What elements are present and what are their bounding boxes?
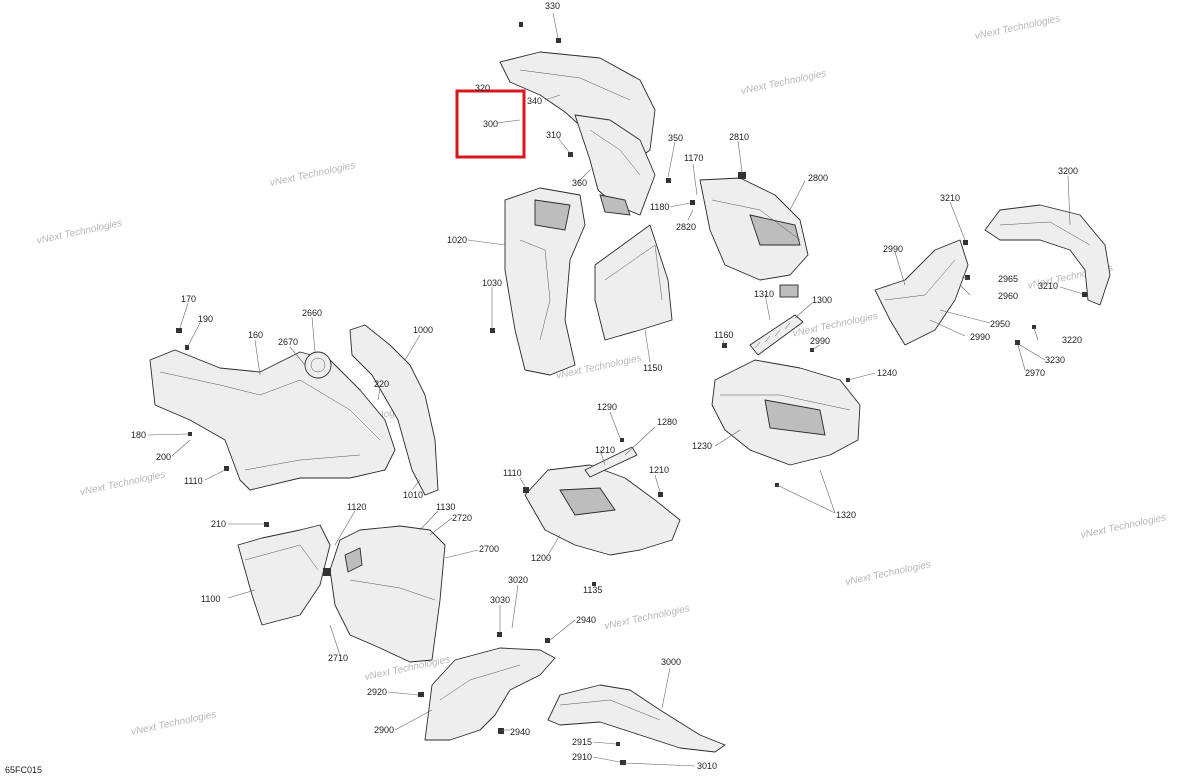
callout-label[interactable]: 2970: [1025, 368, 1045, 378]
part-bracket-2950[interactable]: [874, 239, 969, 346]
callout-label[interactable]: 1180: [650, 202, 669, 212]
callout-label[interactable]: 2910: [572, 752, 592, 762]
part-strip-1300[interactable]: [749, 314, 804, 356]
callout-label[interactable]: 1300: [812, 295, 832, 305]
part-panel-3000[interactable]: [547, 684, 726, 753]
callout-label[interactable]: 2900: [374, 725, 394, 735]
callout-label[interactable]: 1160: [714, 330, 733, 340]
callout-label[interactable]: 3230: [1045, 355, 1065, 365]
callout-label[interactable]: 220: [374, 379, 389, 389]
callout-labels[interactable]: 330 320 340 300 310 360 350 2810 1170 11…: [131, 1, 1082, 771]
callout-label[interactable]: 2940: [510, 727, 530, 737]
callout-label[interactable]: 1170: [684, 153, 703, 163]
callout-label[interactable]: 1130: [436, 502, 455, 512]
part-side-panel-1020[interactable]: [504, 187, 586, 376]
watermark: vNext Technologies: [844, 559, 931, 588]
callout-label[interactable]: 3220: [1062, 335, 1082, 345]
part-bracket-2800[interactable]: [699, 177, 809, 298]
callout-label[interactable]: 1310: [754, 289, 774, 299]
callout-label[interactable]: 1280: [657, 417, 677, 427]
callout-label[interactable]: 1020: [447, 235, 467, 245]
callout-label[interactable]: 1290: [597, 402, 617, 412]
callout-label[interactable]: 2920: [367, 687, 387, 697]
callout-label[interactable]: 2710: [328, 653, 348, 663]
callout-label[interactable]: 2800: [808, 173, 828, 183]
callout-label[interactable]: 2965: [998, 274, 1018, 284]
watermark: vNext Technologies: [603, 603, 690, 632]
watermark: vNext Technologies: [740, 68, 827, 97]
callout-label[interactable]: 3010: [697, 761, 717, 771]
part-frame-1230[interactable]: [711, 359, 861, 466]
callout-label[interactable]: 1230: [692, 441, 712, 451]
callout-label[interactable]: 360: [572, 178, 587, 188]
callout-label[interactable]: 1210: [595, 445, 615, 455]
callout-label[interactable]: 1320: [836, 510, 856, 520]
part-panel-1150[interactable]: [594, 224, 673, 341]
part-shell-2700[interactable]: [329, 525, 446, 663]
part-shell-2900[interactable]: [424, 647, 556, 741]
part-side-panel-160[interactable]: [149, 349, 396, 491]
callout-label[interactable]: 1210: [649, 465, 669, 475]
callout-label[interactable]: 310: [546, 130, 561, 140]
callout-label[interactable]: 2915: [572, 737, 592, 747]
callout-label[interactable]: 2660: [302, 308, 322, 318]
part-floor-1200[interactable]: [524, 446, 681, 556]
callout-label[interactable]: 1150: [643, 363, 662, 373]
callout-label[interactable]: 2810: [729, 132, 749, 142]
callout-label[interactable]: 210: [211, 519, 226, 529]
callout-label[interactable]: 2960: [998, 291, 1018, 301]
watermark: vNext Technologies: [792, 311, 879, 340]
callout-label[interactable]: 3000: [661, 657, 681, 667]
callout-label[interactable]: 3020: [508, 575, 528, 585]
callout-label[interactable]: 1100: [201, 594, 220, 604]
callout-label[interactable]: 2950: [990, 319, 1010, 329]
callout-label[interactable]: 3210: [940, 193, 960, 203]
callout-label[interactable]: 2670: [278, 337, 298, 347]
part-fender-3200[interactable]: [984, 204, 1111, 306]
watermark: vNext Technologies: [269, 160, 356, 189]
part-panel-1100[interactable]: [237, 524, 331, 626]
watermark: vNext Technologies: [1080, 512, 1167, 541]
callout-label[interactable]: 170: [181, 294, 196, 304]
selected-part-highlight: [455, 89, 526, 159]
diagram-code: 65FC015: [5, 765, 42, 775]
callout-label[interactable]: 2990: [970, 332, 990, 342]
callout-label[interactable]: 1110: [184, 476, 203, 486]
callout-label[interactable]: 2990: [810, 336, 830, 346]
watermark: vNext Technologies: [974, 13, 1061, 42]
callout-label[interactable]: 3030: [490, 595, 510, 605]
callout-label[interactable]: 340: [527, 96, 542, 106]
callout-label[interactable]: 300: [483, 119, 498, 129]
callout-label[interactable]: 3200: [1058, 166, 1078, 176]
fasteners: [176, 22, 1087, 765]
callout-label[interactable]: 1240: [877, 368, 897, 378]
callout-label[interactable]: 180: [131, 430, 146, 440]
callout-label[interactable]: 1000: [413, 325, 433, 335]
watermark: vNext Technologies: [79, 469, 166, 498]
callout-label[interactable]: 2700: [479, 544, 499, 554]
callout-label[interactable]: 2940: [576, 615, 596, 625]
callout-label[interactable]: 1135: [583, 585, 602, 595]
callout-label[interactable]: 3210: [1038, 281, 1058, 291]
watermark: vNext Technologies: [36, 218, 123, 247]
leader-lines: [147, 12, 1084, 767]
callout-label[interactable]: 2820: [676, 222, 696, 232]
callout-label[interactable]: 330: [545, 1, 560, 11]
callout-label[interactable]: 160: [248, 330, 263, 340]
part-front-fascia[interactable]: [499, 51, 656, 216]
callout-label[interactable]: 1120: [347, 502, 366, 512]
callout-label[interactable]: 1030: [482, 278, 502, 288]
callout-label[interactable]: 1110: [503, 468, 522, 478]
callout-label[interactable]: 2990: [883, 244, 903, 254]
callout-label[interactable]: 200: [156, 452, 171, 462]
watermark: vNext Technologies: [130, 709, 217, 738]
callout-label[interactable]: 190: [198, 314, 213, 324]
callout-label[interactable]: 1010: [403, 490, 423, 500]
callout-label[interactable]: 2720: [452, 513, 472, 523]
part-bracket-1000[interactable]: [349, 324, 439, 496]
callout-label[interactable]: 1200: [531, 553, 551, 563]
callout-label[interactable]: 350: [668, 133, 683, 143]
callout-label[interactable]: 320: [475, 83, 490, 93]
